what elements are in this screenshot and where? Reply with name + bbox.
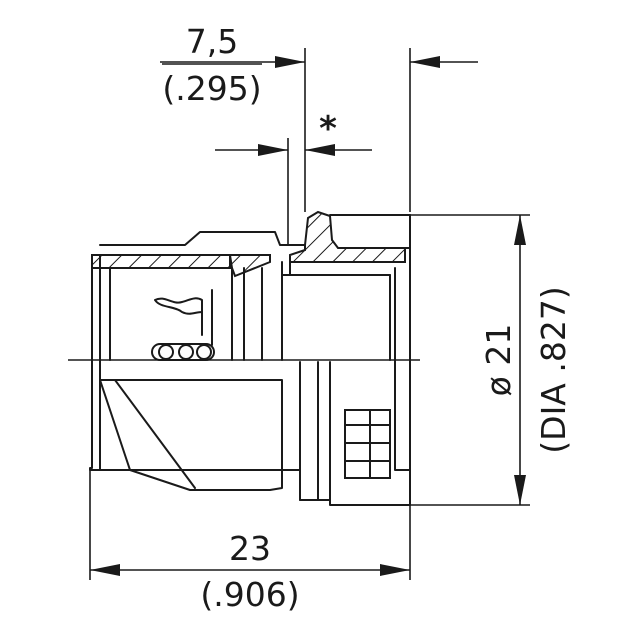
- lower-housing: [99, 379, 283, 491]
- top-width-imperial: (.295): [162, 69, 261, 108]
- overall-length-imperial: (.906): [200, 575, 299, 614]
- contact-spring: [154, 297, 203, 336]
- dimension-marker: *: [215, 109, 372, 245]
- top-width-metric: 7,5: [186, 22, 238, 61]
- diameter-metric: ø 21: [479, 324, 518, 397]
- marker-asterisk: *: [319, 109, 337, 149]
- top-shell-section: [91, 254, 231, 269]
- connector-body: [89, 210, 411, 506]
- dimension-overall-length: 23 (.906): [89, 470, 411, 614]
- diameter-imperial: (DIA .827): [534, 286, 573, 453]
- dimension-top-width: 7,5 (.295): [160, 22, 478, 212]
- overall-length-metric: 23: [229, 529, 271, 568]
- dimension-diameter: ø 21 (DIA .827): [410, 214, 573, 506]
- tapered-shell-section: [228, 254, 271, 278]
- flange-section: [289, 210, 406, 263]
